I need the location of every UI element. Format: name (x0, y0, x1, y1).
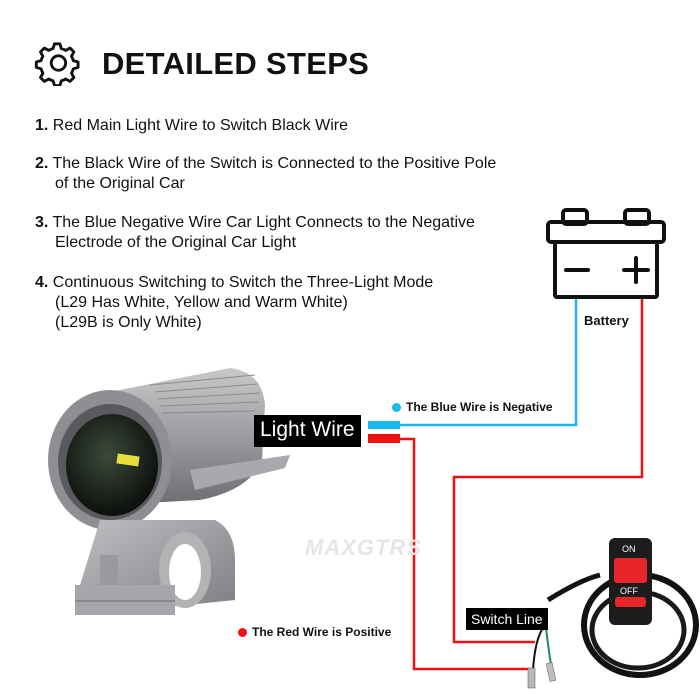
step-text: (L29B is Only White) (55, 314, 202, 331)
red-wire-note: The Red Wire is Positive (238, 625, 391, 639)
step-text: Electrode of the Original Car Light (55, 234, 297, 251)
light-wire-label: Light Wire (254, 415, 361, 447)
blue-wire-note: The Blue Wire is Negative (392, 400, 553, 414)
switch-line-label: Switch Line (466, 608, 548, 630)
red-wire-light (400, 437, 530, 671)
step-text: (L29 Has White, Yellow and Warm White) (55, 294, 348, 311)
blue-wire-note-text: The Blue Wire is Negative (406, 400, 553, 414)
battery-label: Battery (584, 313, 629, 328)
page-title: DETAILED STEPS (102, 46, 370, 81)
step-2: 2. The Black Wire of the Switch is Conne… (35, 154, 496, 194)
gear-icon (34, 42, 80, 86)
step-text: The Blue Negative Wire Car Light Connect… (52, 214, 475, 231)
switch-off-label: OFF (620, 586, 638, 596)
step-4: 4. Continuous Switching to Switch the Th… (35, 273, 433, 333)
step-number: 4. (35, 274, 49, 291)
switch-on-label: ON (622, 544, 636, 554)
step-number: 3. (35, 214, 49, 231)
step-number: 1. (35, 117, 49, 134)
red-wire-note-text: The Red Wire is Positive (252, 625, 392, 639)
step-1: 1. Red Main Light Wire to Switch Black W… (35, 116, 348, 136)
switch-image (527, 538, 699, 689)
red-dot-icon (238, 627, 247, 637)
step-3: 3. The Blue Negative Wire Car Light Conn… (35, 213, 475, 253)
blue-wire (400, 299, 578, 427)
step-text: The Black Wire of the Switch is Connecte… (52, 155, 497, 172)
battery-icon (546, 208, 666, 299)
red-wire-battery (452, 299, 644, 644)
step-text: Red Main Light Wire to Switch Black Wire (52, 117, 348, 134)
step-text: of the Original Car (55, 175, 185, 192)
blue-dot-icon (392, 402, 401, 412)
watermark: MAXGTRS (305, 535, 422, 560)
step-text: Continuous Switching to Switch the Three… (52, 274, 434, 291)
light-unit-image (48, 368, 290, 615)
step-number: 2. (35, 155, 49, 172)
